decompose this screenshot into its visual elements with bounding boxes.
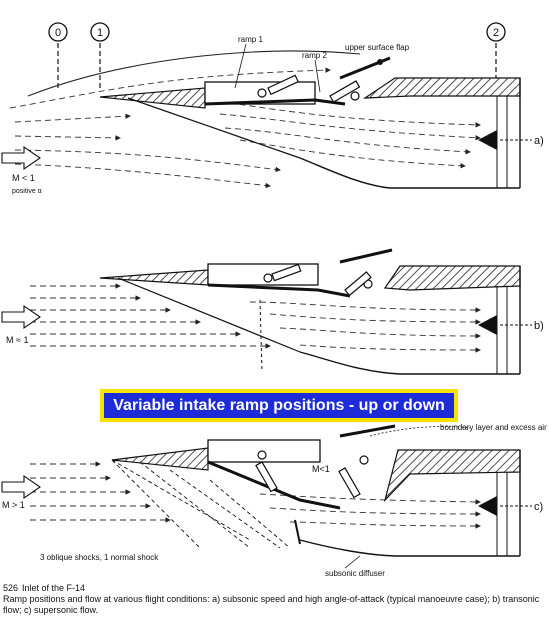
panel-c-mach-inside-label: M<1: [312, 464, 330, 474]
panel-a-alpha-label: positive α: [12, 188, 42, 195]
panel-c-oblique-shocks: [111, 459, 291, 549]
panel-a-wedge: [99, 87, 206, 109]
panel-a-actuators: [257, 74, 361, 103]
page-number: 526: [3, 583, 19, 593]
ramp-1-label: ramp 1: [238, 35, 263, 44]
panel-a-upper-diffuser: [362, 77, 521, 99]
panel-b-freestream-arrow: [1, 304, 41, 330]
panel-a-mach-label: M < 1: [12, 173, 35, 183]
ramp-2-label: ramp 2: [302, 51, 327, 60]
panel-b: b) M ≈ 1: [1, 248, 544, 375]
panel-c: c) M > 1 M<1 boundary layer and excess a…: [1, 423, 547, 578]
boundary-layer-label: boundary layer and excess air: [440, 423, 547, 432]
panel-b-flow-lines: [30, 283, 481, 353]
panel-c-actuators: [255, 450, 369, 499]
panel-b-shock-line: [117, 277, 301, 353]
panel-c-lower-cowl: [299, 539, 520, 557]
panel-c-freestream-arrow: [1, 474, 41, 500]
panel-a-shock-line: [127, 97, 301, 159]
caption-title: Inlet of the F-14: [22, 583, 86, 593]
caption-body: Ramp positions and flow at various fligh…: [3, 594, 540, 615]
station-0-marker: 0: [48, 22, 68, 88]
panel-c-flow-lines: [30, 461, 481, 529]
station-2-label: 2: [493, 27, 499, 39]
banner-text: Variable intake ramp positions - up or d…: [113, 396, 445, 414]
panel-c-ramp-surface: [207, 460, 341, 510]
panel-b-actuators: [263, 263, 373, 297]
upper-flap-label: upper surface flap: [345, 43, 410, 52]
panel-b-tag: b): [534, 320, 544, 332]
panel-c-mach-label: M > 1: [2, 500, 25, 510]
panel-a-ramp-surface: [204, 98, 346, 106]
subsonic-diffuser-label: subsonic diffuser: [325, 569, 385, 578]
panel-b-lower-cowl: [299, 351, 520, 375]
panel-b-ramp-box: [207, 263, 319, 286]
panel-b-upper-diffuser: [383, 265, 521, 291]
panel-a-lower-cowl: [299, 157, 520, 189]
panel-a-tag: a): [534, 135, 544, 147]
panel-a: a) M < 1 positive α ramp 1 ramp 2 upper …: [1, 35, 544, 195]
shocks-label: 3 oblique shocks, 1 normal shock: [40, 553, 159, 562]
panel-b-wedge: [99, 269, 209, 286]
panel-b-engine-face: [478, 315, 497, 335]
panel-b-ramp-surface: [207, 283, 351, 298]
banner: Variable intake ramp positions - up or d…: [100, 389, 458, 422]
station-0-label: 0: [55, 27, 61, 39]
panel-c-wedge: [111, 447, 209, 471]
panel-b-mach-label: M ≈ 1: [6, 335, 28, 345]
station-1-label: 1: [97, 27, 103, 39]
panel-c-tag: c): [534, 501, 543, 513]
panel-c-upper-diffuser: [383, 449, 521, 503]
panel-a-freestream-arrow: [1, 145, 41, 171]
station-1-marker: 1: [90, 22, 110, 88]
panel-a-engine-face: [478, 130, 497, 150]
panel-c-engine-face: [478, 496, 497, 516]
station-2-marker: 2: [486, 22, 506, 82]
